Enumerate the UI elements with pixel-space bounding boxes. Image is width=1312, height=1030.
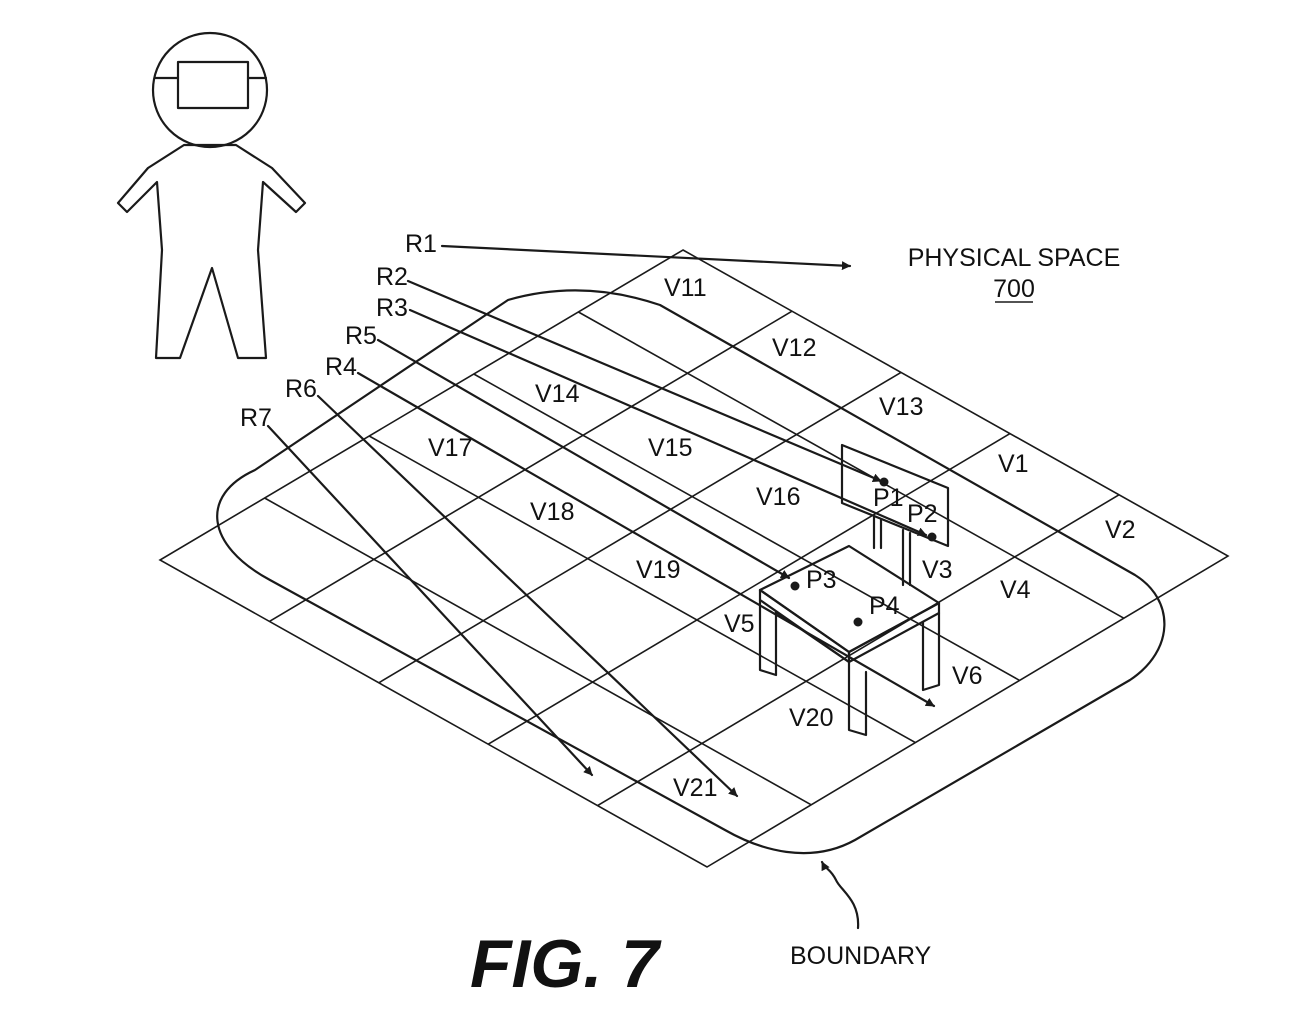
chair-leg-front-right <box>847 660 868 737</box>
point-labels: P1 P2 P3 P4 <box>806 484 938 620</box>
point-p2-marker <box>927 532 937 542</box>
grid-line-b-2 <box>473 373 1020 682</box>
chair-seat-front <box>758 588 851 664</box>
grid-line-a-3 <box>487 432 1011 745</box>
hit-points <box>790 477 937 627</box>
label-v2: V2 <box>1105 516 1136 544</box>
floor-grid <box>158 249 1230 868</box>
label-v18: V18 <box>530 498 574 526</box>
chair-leg-front-left <box>758 598 778 677</box>
voxel-labels: V1 V2 V3 V4 V5 V6 V11 V12 V13 V14 V15 V1… <box>428 274 1136 802</box>
user-figure <box>116 31 307 360</box>
ray-labels: R1 R2 R3 R5 R4 R6 R7 <box>240 230 437 432</box>
label-v15: V15 <box>648 434 692 462</box>
label-v17: V17 <box>428 434 472 462</box>
rays <box>266 244 936 798</box>
grid-line-b-3 <box>368 435 916 744</box>
label-r2: R2 <box>376 263 408 291</box>
label-v4: V4 <box>1000 576 1031 604</box>
label-v16: V16 <box>756 483 800 511</box>
grid-line-b-4 <box>264 497 812 806</box>
label-p3: P3 <box>806 566 837 594</box>
chair-leg-back-right <box>921 611 941 692</box>
point-p3-marker <box>790 581 800 591</box>
label-r3: R3 <box>376 294 408 322</box>
label-v6: V6 <box>952 662 983 690</box>
title-block: PHYSICAL SPACE 700 <box>908 244 1121 303</box>
label-r6: R6 <box>285 375 317 403</box>
label-r7: R7 <box>240 404 272 432</box>
label-v12: V12 <box>772 334 816 362</box>
boundary-outline <box>216 289 1166 855</box>
point-p4-marker <box>853 617 863 627</box>
label-v19: V19 <box>636 556 680 584</box>
grid-line-a-1 <box>268 310 793 623</box>
title-line2: 700 <box>993 275 1035 303</box>
ray-r3 <box>408 308 928 537</box>
label-p4: P4 <box>869 592 900 620</box>
title-line1: PHYSICAL SPACE <box>908 244 1121 272</box>
label-v11: V11 <box>664 274 707 302</box>
label-v21: V21 <box>673 774 717 802</box>
label-v3: V3 <box>922 556 953 584</box>
chair-back <box>840 443 950 548</box>
ray-r4 <box>356 371 936 708</box>
boundary-pointer-line <box>820 860 860 930</box>
ray-r5 <box>376 338 791 580</box>
ray-r7 <box>266 424 594 777</box>
ray-r6 <box>316 394 739 798</box>
label-v5: V5 <box>724 610 755 638</box>
label-p1: P1 <box>873 484 904 512</box>
figure-caption: FIG. 7 <box>470 926 662 1002</box>
ray-r1 <box>440 244 852 271</box>
grid-line-b-1 <box>578 311 1125 619</box>
label-v14: V14 <box>535 380 580 408</box>
label-v20: V20 <box>789 704 833 732</box>
head-circle <box>151 31 269 149</box>
chair <box>758 443 950 737</box>
chair-seat-top <box>758 544 941 654</box>
label-r4: R4 <box>325 353 357 381</box>
label-v1: V1 <box>998 450 1029 478</box>
grid-line-a-2 <box>378 371 902 684</box>
point-p1-marker <box>879 477 889 487</box>
grid-outline <box>158 249 1230 868</box>
label-r5: R5 <box>345 322 377 350</box>
label-r1: R1 <box>405 230 437 258</box>
ray-r2 <box>406 279 883 483</box>
label-p2: P2 <box>907 500 938 528</box>
label-v13: V13 <box>879 393 923 421</box>
boundary-label: BOUNDARY <box>790 942 932 970</box>
body-outline <box>116 143 307 360</box>
grid-line-a-4 <box>597 494 1120 807</box>
headset-display <box>176 60 250 110</box>
